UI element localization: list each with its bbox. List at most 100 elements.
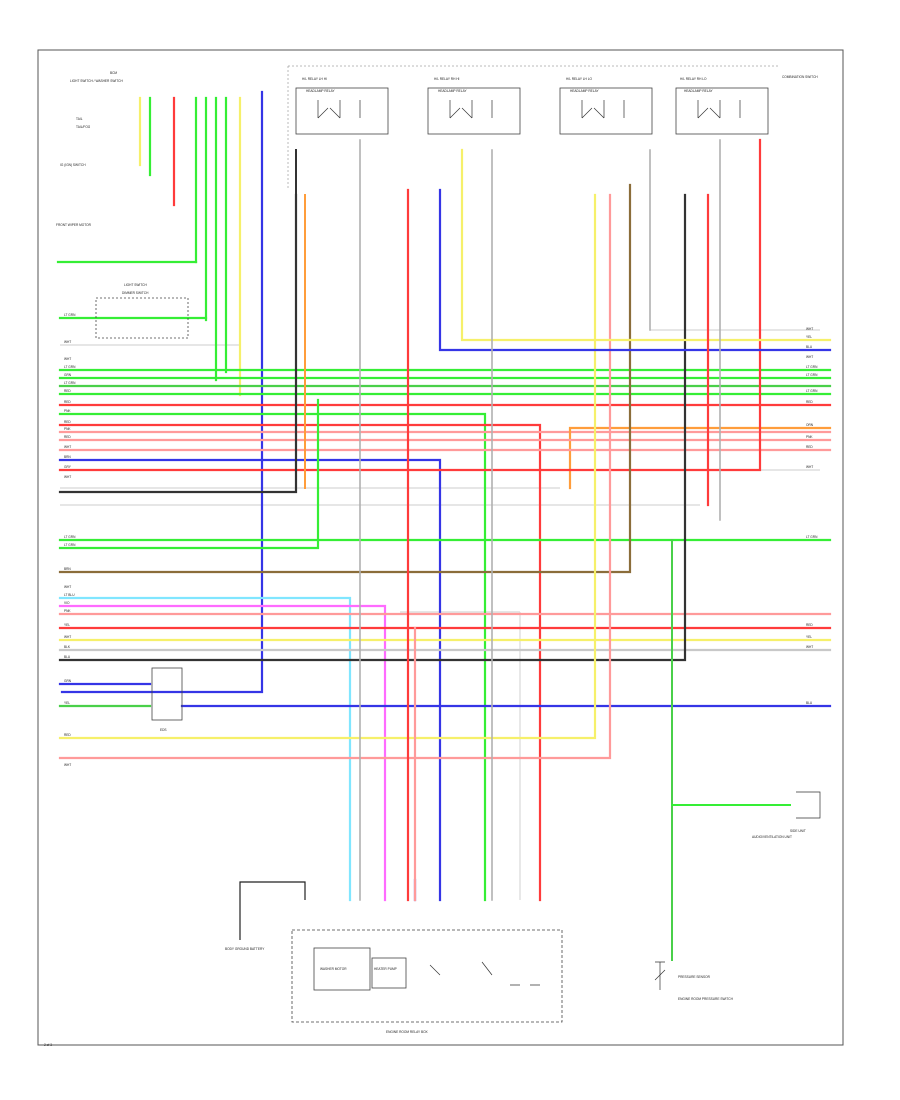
left-wire-label: LT GRN [64,535,76,539]
right-wire-label: BLU [806,701,813,705]
light-switch-sub: LIGHT SWITCH / WASHER SWITCH [70,79,123,83]
diagram-border [37,49,844,1046]
engine-room-relay-box [291,929,563,1023]
right-wire-label: LT GRN [806,373,818,377]
eds-block: EDS [151,667,183,732]
bus-pnk-e [58,193,612,760]
left-wire-label: GRN [64,679,72,683]
pressure-sensor-symbol [654,961,666,990]
side-unit-label: SIDE UNIT [790,829,806,833]
right-wire-label: LT GRN [806,535,818,539]
left-wire-label: GRY [64,465,72,469]
right-wire-label: ORN [806,423,814,427]
right-wire-label: LT GRN [806,389,818,393]
side-unit-sub: AUDIO/VENTILATION UNIT [752,835,792,839]
left-wire-label: VIO [64,601,70,605]
v-blu-a [438,188,832,352]
bus-yel-b [58,193,597,740]
ign-switch-label: IG (IGN) SWITCH [60,163,86,167]
relay-4-title: H/L RELAY RH LO [680,77,707,81]
relay-2-title: H/L RELAY RH HI [434,77,460,81]
left-wire-label: RED [64,435,71,439]
left-wire-label: LT GRN [64,313,76,317]
wire-harness [56,90,832,961]
relay-3-sub: HEADLAMP RELAY [570,89,599,93]
right-wire-label: WHT [806,645,813,649]
relay-4-sub: HEADLAMP RELAY [684,89,713,93]
right-wire-label: YEL [806,335,812,339]
heater-pump-box [371,957,407,989]
ground-label: BODY GROUND BATTERY [225,947,265,951]
left-wire-label: LT GRN [64,543,76,547]
wire-blu-1 [60,90,264,694]
left-wire-label: RED [64,389,71,393]
bottom-components: WASHER MOTOR HEATER PUMP ENGINE ROOM REL… [225,881,734,1034]
left-wire-label: YEL [64,701,70,705]
bus-ltblu [58,596,352,902]
relay-2-switch [449,100,493,119]
left-wire-label: PNK [64,609,71,613]
heater-pump-label: HEATER PUMP [374,967,397,971]
relay-3-title: H/L RELAY LH LO [566,77,593,81]
left-wire-label: BLK [64,645,71,649]
left-wire-label: WHT [64,763,71,767]
right-wire-label: BLU [806,345,813,349]
bus-red-c [58,138,762,472]
page-label: 2 of 3 [44,1043,52,1047]
combination-switch-label: COMBINATION SWITCH [782,75,818,79]
washer-motor-label: WASHER MOTOR [320,967,347,971]
left-wire-label: LT GRN [64,381,76,385]
left-wire-label: BRN [64,455,71,459]
bus-ltgrn-e [58,412,487,902]
engine-room-label: ENGINE ROOM RELAY BOX [386,1030,429,1034]
relay-box-2 [427,87,521,135]
relay-1-title: H/L RELAY LH HI [302,77,327,81]
connector-note-a: TAIL [76,117,83,121]
bus-blu-a [58,458,442,902]
washer-motor-box [313,947,371,991]
relay-box-3 [559,87,653,135]
side-unit-symbol [796,791,821,819]
dimmer-switch-box [95,297,189,339]
bus-ltgrn-g [58,398,320,550]
right-wire-label: WHT [806,465,813,469]
pressure-sensor-label: PRESSURE SENSOR [678,975,711,979]
relay-1-sub: HEADLAMP RELAY [306,89,335,93]
relay-box-1 [295,87,389,135]
left-wire-label: LT GRN [64,365,76,369]
right-wire-label: PNK [806,435,813,439]
bus-vio [58,604,387,902]
right-wire-label: WHT [806,355,813,359]
left-wire-label: WHT [64,340,71,344]
left-wire-label: BRN [64,567,71,571]
right-wire-label: YEL [806,635,812,639]
left-wire-label: WHT [64,585,71,589]
relay-1-switch [317,100,361,119]
left-wire-label: WHT [64,475,71,479]
relay-2-sub: HEADLAMP RELAY [438,89,467,93]
eds-label: EDS [160,728,167,732]
left-wire-label: RED [64,400,71,404]
left-wire-label: WHT [64,635,71,639]
relay-3-switch [581,100,625,119]
bus-brn [58,183,632,574]
left-wire-label: WHT [64,445,71,449]
left-wire-label: GRN [64,373,72,377]
relay-box-4 [675,87,769,135]
bottom-switches [429,961,540,986]
front-wiper-label: FRONT WIPER MOTOR [56,223,92,227]
right-side-module: SIDE UNIT AUDIO/VENTILATION UNIT [752,791,821,839]
relay-4-switch [697,100,741,119]
pressure-sensor-sub: ENGINE ROOM PRESSURE SWITCH [678,997,734,1001]
left-wire-label: LT BLU [64,593,75,597]
left-wire-label: YEL [64,623,70,627]
eds-box [151,667,183,721]
dimmer-switch-title: LIGHT SWITCH [124,283,147,287]
dimmer-switch-sub: DIMMER SWITCH [122,291,149,295]
left-wire-label: BLU [64,655,71,659]
top-relays: H/L RELAY LH HI HEADLAMP RELAY H/L RELAY… [295,75,818,135]
bus-red-b [58,423,542,902]
